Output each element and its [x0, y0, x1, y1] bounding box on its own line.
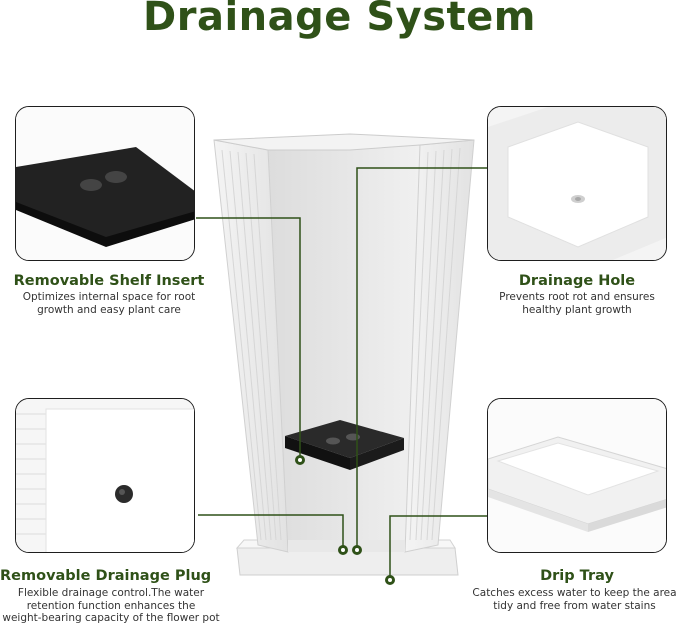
desc-line: growth and easy plant care	[37, 303, 181, 316]
desc-line: Prevents root rot and ensures	[499, 291, 655, 303]
drainage-hole-image	[488, 107, 666, 260]
drip-tray-card	[487, 398, 667, 553]
desc-line: retention function enhances the	[26, 599, 196, 612]
drainage-hole-card	[487, 106, 667, 261]
drip-tray-label: Drip Tray	[540, 568, 614, 584]
drainage-hole-label: Drainage Hole	[518, 273, 636, 289]
shelf-insert-description: Optimizes internal space for root growth…	[11, 291, 207, 316]
desc-line: weight-bearing capacity of the flower po…	[2, 612, 220, 624]
shelf-insert-image	[16, 107, 194, 260]
drip-tray-image	[488, 399, 666, 552]
desc-line: healthy plant growth	[522, 303, 632, 316]
drainage-plug-image	[16, 399, 194, 552]
page-title: Drainage System	[143, 0, 536, 40]
shelf-insert-card	[15, 106, 195, 261]
desc-line: Catches excess water to keep the area	[472, 587, 677, 599]
desc-line: Optimizes internal space for root	[22, 291, 196, 303]
drainage-hole-description: Prevents root rot and ensures healthy pl…	[477, 291, 677, 316]
drip-tray-description: Catches excess water to keep the area ti…	[470, 587, 679, 612]
drainage-plug-card	[15, 398, 195, 553]
desc-line: Flexible drainage control.The water	[17, 587, 205, 599]
desc-line: tidy and free from water stains	[493, 599, 656, 612]
shelf-insert-label: Removable Shelf Insert	[13, 273, 205, 289]
drainage-plug-label: Removable Drainage Plug	[0, 568, 212, 584]
drainage-plug-description: Flexible drainage control.The water rete…	[0, 587, 222, 625]
